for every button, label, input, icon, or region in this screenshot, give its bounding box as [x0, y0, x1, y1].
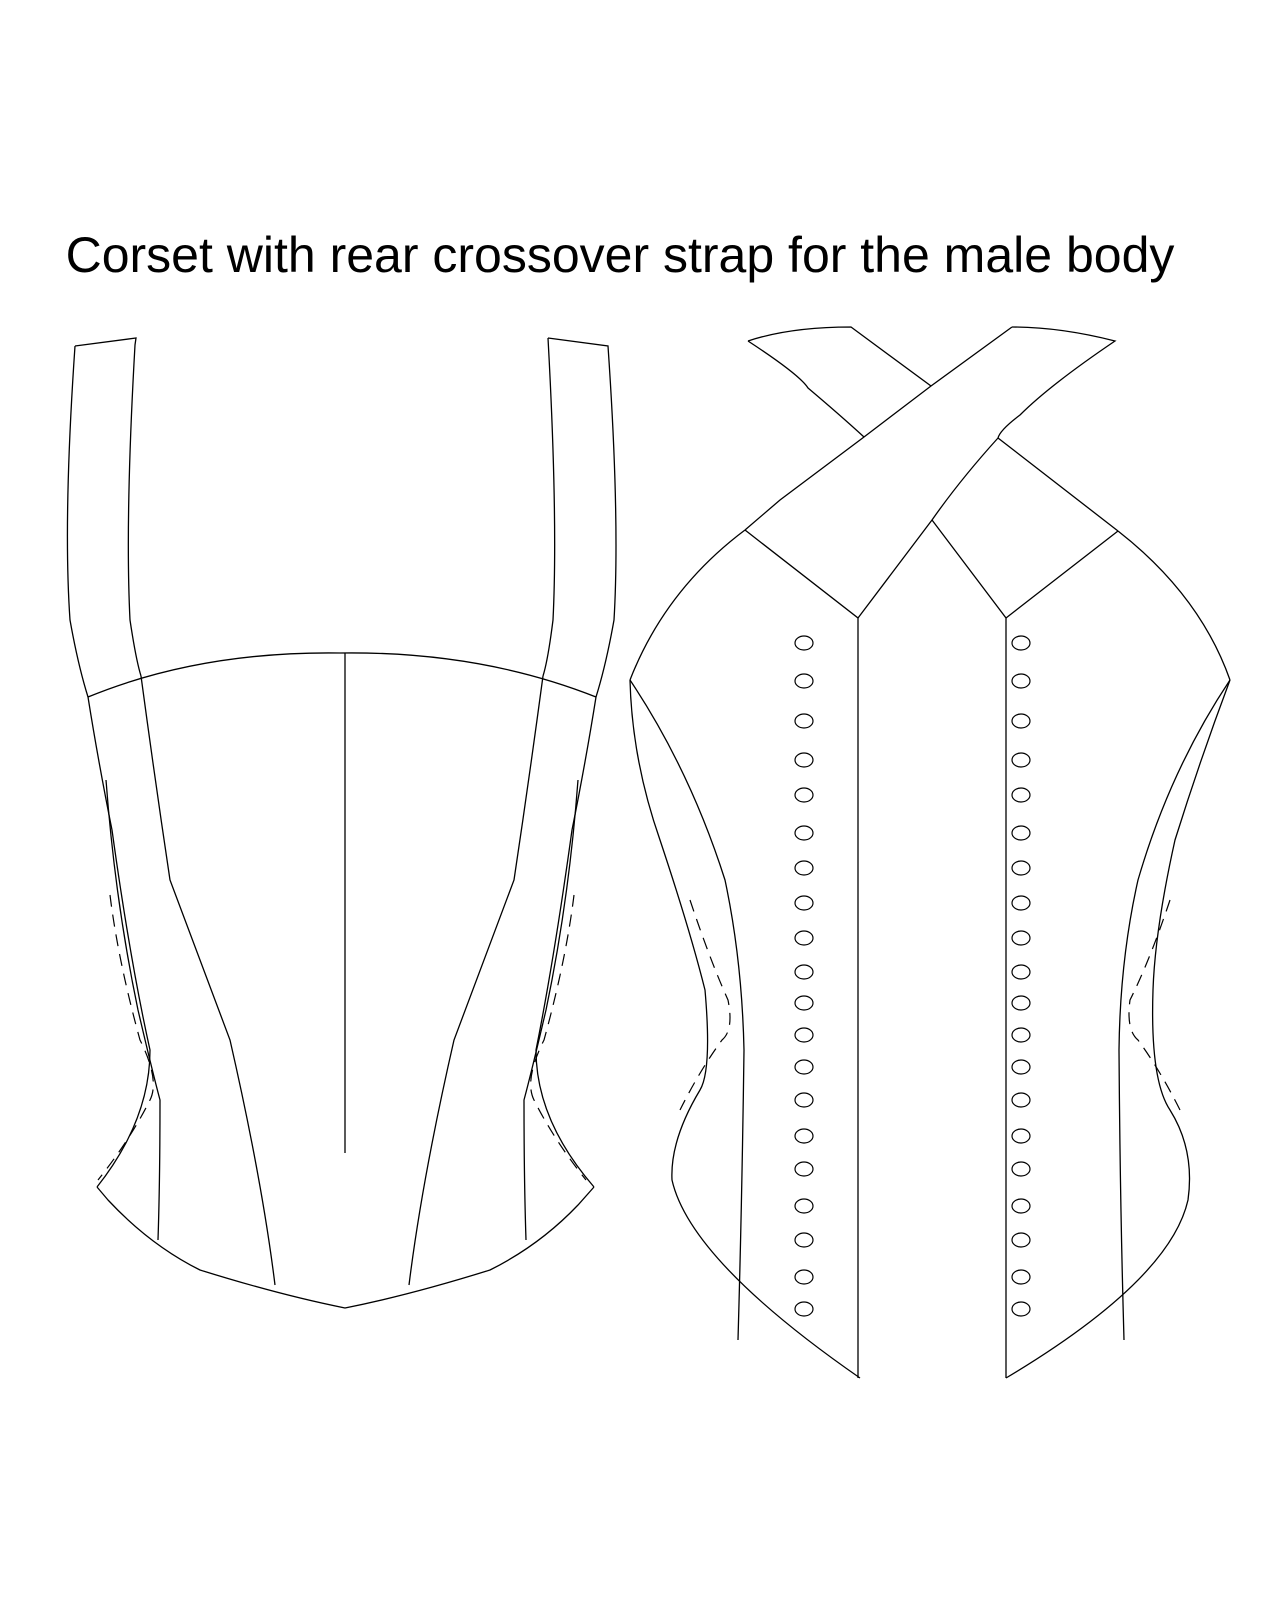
back-right-yoke-seam [1005, 530, 1119, 619]
back-right-center-edge [931, 519, 1007, 1378]
eyelet [1011, 787, 1031, 803]
eyelet [794, 825, 814, 841]
eyelet [794, 1198, 814, 1214]
eyelet [794, 1161, 814, 1177]
back-right-panel-seam [1118, 679, 1231, 1341]
front-right-strap-inner [542, 337, 556, 677]
eyelet [1011, 713, 1031, 729]
front-left-princess-seam [140, 675, 276, 1286]
back-left-center-edge [744, 529, 859, 1378]
eyelet [794, 673, 814, 689]
back-left-armhole [629, 529, 746, 681]
eyelet [794, 930, 814, 946]
eyelet [794, 1269, 814, 1285]
back-strap-upper-edge [744, 326, 1013, 531]
back-view [629, 326, 1231, 1379]
back-strap-lower-edge [857, 437, 999, 619]
back-right-strap-seam [997, 437, 1119, 532]
eyelet [794, 964, 814, 980]
eyelet [1011, 1092, 1031, 1108]
eyelet [794, 1092, 814, 1108]
eyelet [794, 895, 814, 911]
eyelet [794, 713, 814, 729]
eyelet [794, 1232, 814, 1248]
eyelet [1011, 825, 1031, 841]
front-right-strap-outer [547, 337, 617, 698]
front-right-side [535, 696, 597, 1188]
eyelet [794, 995, 814, 1011]
eyelet [794, 1128, 814, 1144]
back-strap-left-top [747, 326, 932, 387]
eyelet [1011, 1269, 1031, 1285]
eyelet [1011, 860, 1031, 876]
eyelet [1011, 1161, 1031, 1177]
back-left-panel-seam [629, 679, 745, 1341]
eyelet [1011, 964, 1031, 980]
eyelet [1011, 930, 1031, 946]
eyelet [794, 1059, 814, 1075]
eyelet [1011, 673, 1031, 689]
diagram-title: Corset with rear crossover strap for the… [65, 227, 1175, 283]
front-left-side [87, 696, 151, 1188]
eyelet [1011, 1232, 1031, 1248]
eyelets-left [794, 635, 814, 1317]
front-right-princess-seam [408, 675, 544, 1286]
back-strap-right-outer [997, 326, 1117, 439]
eyelet [794, 787, 814, 803]
front-left-strap-inner [74, 337, 142, 677]
front-neckline [87, 652, 597, 698]
eyelet [794, 860, 814, 876]
eyelet [1011, 1027, 1031, 1043]
eyelet [1011, 1301, 1031, 1317]
eyelet [1011, 895, 1031, 911]
eyelet [794, 752, 814, 768]
back-right-side [1005, 679, 1231, 1379]
eyelet [1011, 1198, 1031, 1214]
front-view [66, 337, 617, 1309]
back-right-armhole [1117, 530, 1231, 681]
eyelet [1011, 1059, 1031, 1075]
back-left-side [629, 679, 861, 1379]
eyelet [1011, 635, 1031, 651]
eyelet [1011, 1128, 1031, 1144]
front-hem [96, 1186, 595, 1309]
back-left-boning [679, 899, 731, 1111]
eyelet [794, 1027, 814, 1043]
eyelet [794, 1301, 814, 1317]
back-strap-left-outer [747, 340, 865, 438]
eyelet [1011, 752, 1031, 768]
front-left-side-seam [105, 779, 161, 1241]
eyelet [794, 635, 814, 651]
eyelet [1011, 995, 1031, 1011]
eyelets-right [1011, 635, 1031, 1317]
back-right-boning [1128, 899, 1181, 1111]
front-left-strap-outer [66, 345, 89, 698]
front-right-side-seam [523, 779, 579, 1241]
